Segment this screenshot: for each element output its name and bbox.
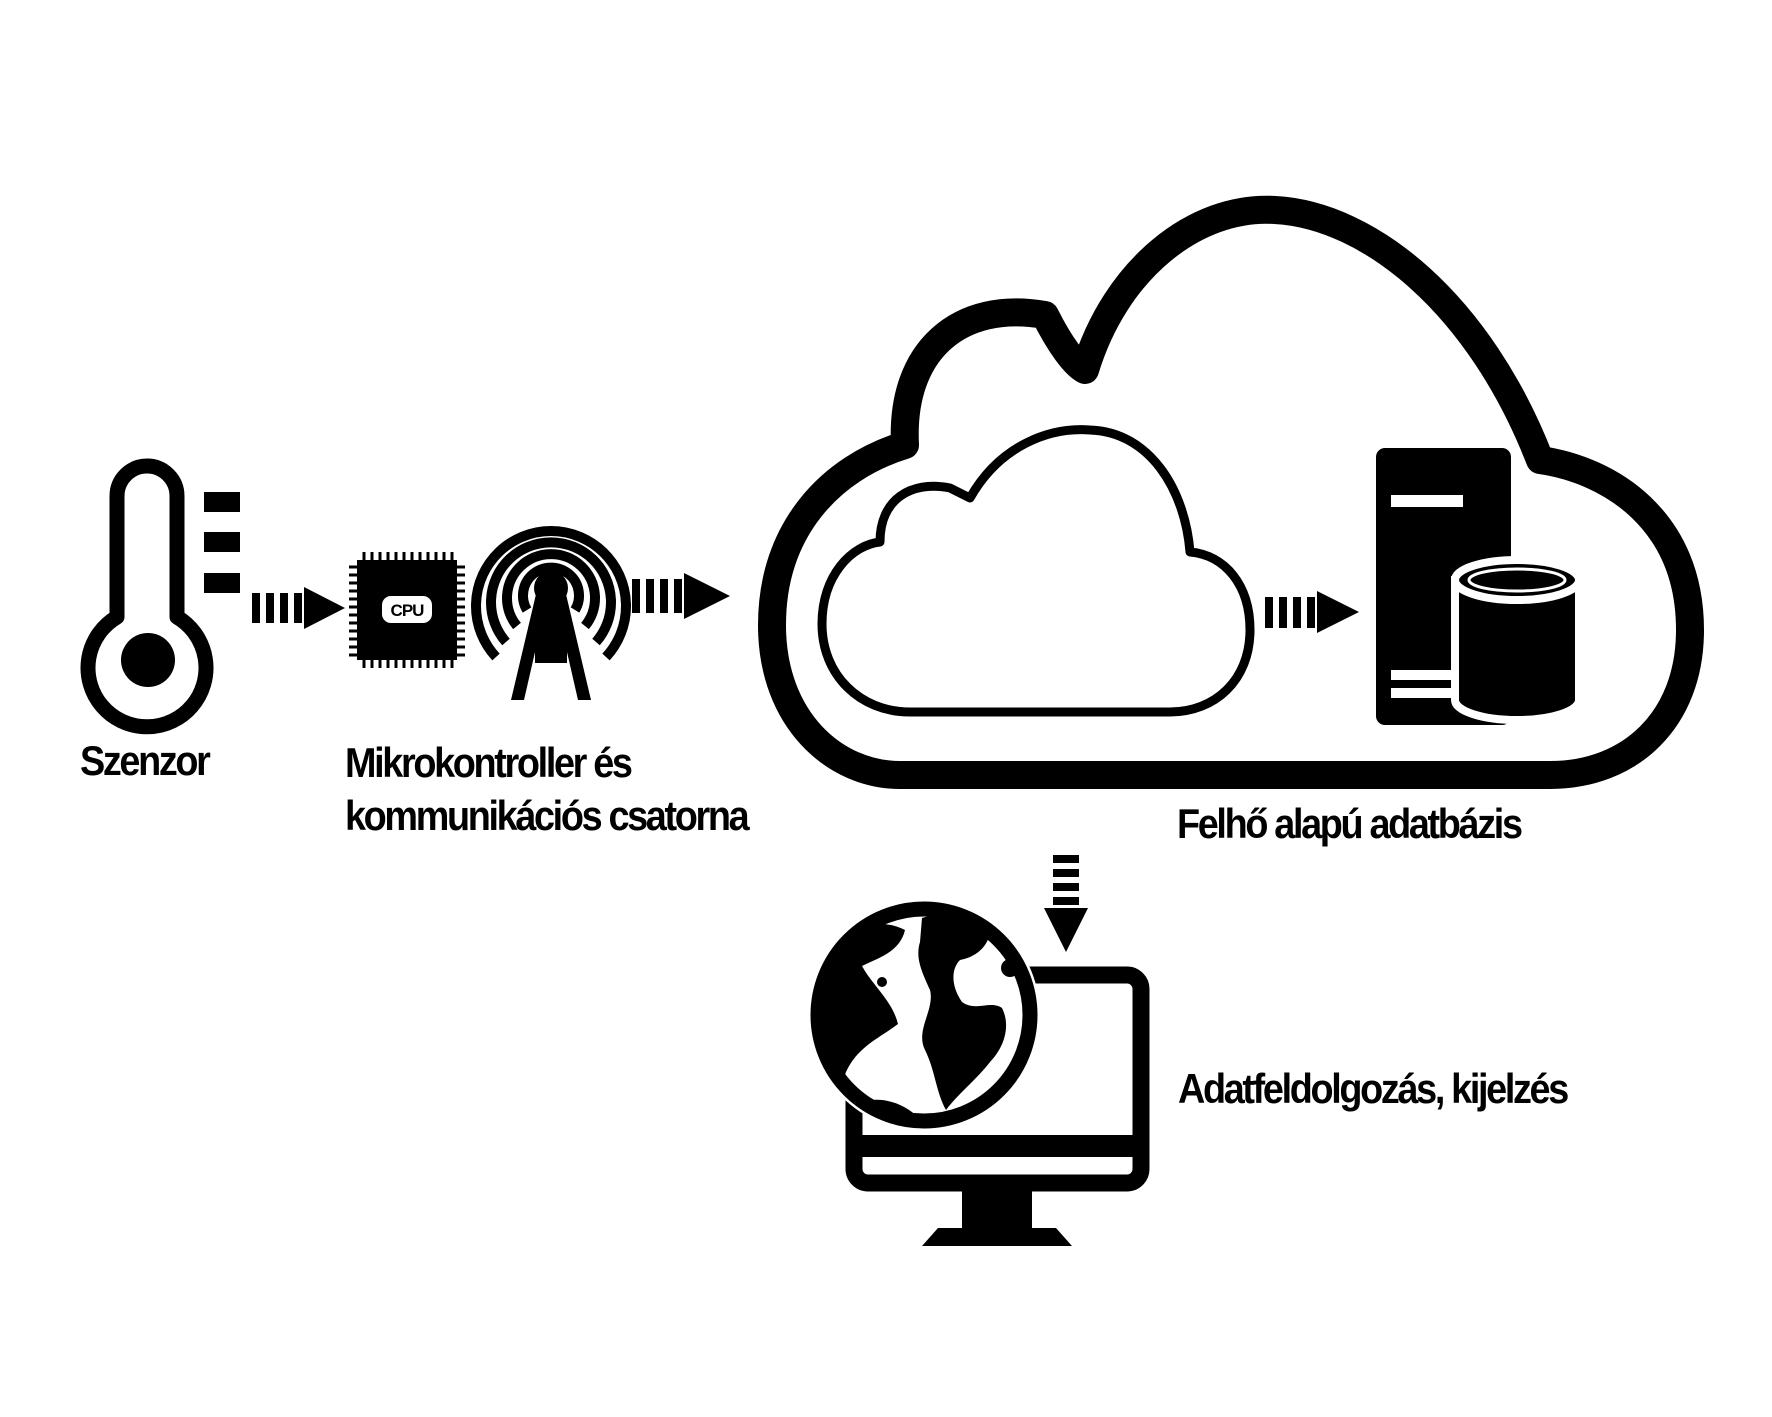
cpu-chip-label: CPU [391, 601, 425, 620]
arrow-cloud-to-monitor [1044, 855, 1088, 952]
thermometer-icon [80, 458, 240, 735]
arrow-sensor-to-mcu [252, 587, 345, 629]
inner-cloud-icon [817, 425, 1255, 717]
arrow-cloud-to-server [1265, 591, 1359, 633]
cloud-icon [758, 195, 1704, 789]
radio-tower-icon [471, 526, 631, 700]
database-icon [1451, 556, 1583, 724]
microcontroller-label-line2: kommunikációs csatorna [345, 791, 750, 839]
sensor-label: Szenzor [80, 737, 211, 784]
arrow-tower-to-cloud [632, 573, 730, 619]
cloud-database-label: Felhő alapú adatbázis [1177, 800, 1523, 847]
processing-display-label: Adatfeldolgozás, kijelzés [1178, 1065, 1569, 1112]
microcontroller-label: Mikrokontroller és kommunikációs csatorna [345, 737, 750, 842]
cpu-chip-icon: CPU [349, 552, 465, 668]
microcontroller-label-line1: Mikrokontroller és [345, 739, 633, 786]
globe-icon [808, 899, 1040, 1131]
